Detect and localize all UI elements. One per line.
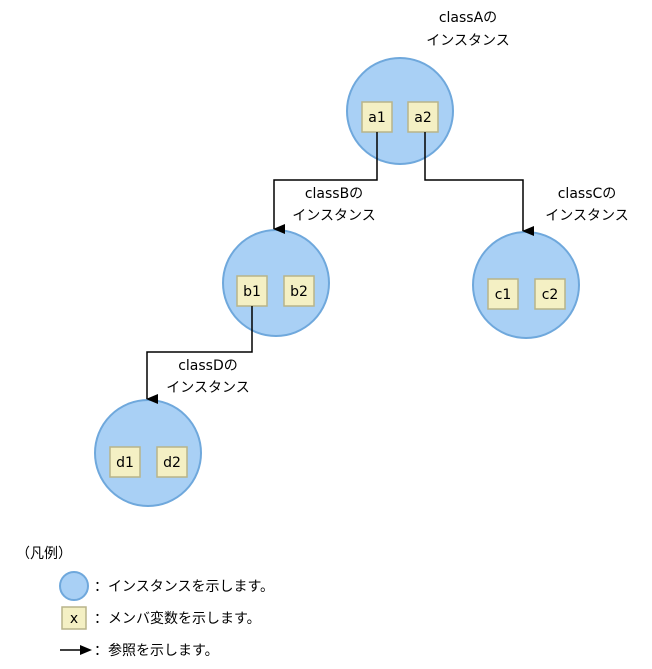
member-b2-box <box>283 275 315 307</box>
legend-reference-arrowhead <box>80 645 92 655</box>
instance-a-label-line1: classAの <box>439 10 497 26</box>
member-c2: c2 <box>542 287 559 303</box>
legend-reference-text: ：参照を示します。 <box>94 642 219 659</box>
legend-member-symbol: x <box>70 611 78 627</box>
instance-a: classAの インスタンス a1 a2 <box>346 10 510 165</box>
instance-c: classCの インスタンス c1 c2 <box>472 186 629 339</box>
member-c1: c1 <box>495 287 512 303</box>
reference-arrow-a1-to-b <box>273 132 378 234</box>
legend: （凡例） ：インスタンスを示します。 x ：メンバ変数を示します。 ：参照を示し… <box>16 546 274 659</box>
instance-a-circle <box>346 57 454 165</box>
member-d1: d1 <box>116 455 134 471</box>
instance-a-label-line2: インスタンス <box>426 33 509 49</box>
legend-instance-text: ：インスタンスを示します。 <box>94 579 274 595</box>
member-d2-box <box>156 446 188 478</box>
member-b2: b2 <box>290 284 308 300</box>
member-a2-box <box>407 101 439 133</box>
reference-arrow-b1-to-d <box>146 306 253 404</box>
instance-b-label-line2: インスタンス <box>292 208 375 224</box>
instance-d: classDの インスタンス d1 d2 <box>94 358 250 507</box>
member-a1-box <box>361 101 393 133</box>
member-b1: b1 <box>243 284 261 300</box>
instance-b: classBの インスタンス b1 b2 <box>222 186 376 337</box>
member-c1-box <box>487 278 519 310</box>
member-a1: a1 <box>368 110 386 126</box>
instance-c-label-line2: インスタンス <box>545 208 628 224</box>
reference-arrow-a2-to-c <box>424 132 534 236</box>
member-c2-box <box>534 278 566 310</box>
legend-instance-icon <box>59 571 89 601</box>
member-a2: a2 <box>414 110 432 126</box>
instance-b-label-line1: classBの <box>305 186 363 202</box>
legend-title: （凡例） <box>16 546 72 562</box>
legend-member-text: ：メンバ変数を示します。 <box>94 610 261 627</box>
member-d2: d2 <box>163 455 181 471</box>
member-d1-box <box>109 446 141 478</box>
legend-member-icon <box>61 606 87 630</box>
instance-d-label-line2: インスタンス <box>166 380 249 396</box>
instance-d-label-line1: classDの <box>178 358 238 374</box>
instance-c-label-line1: classCの <box>558 186 617 202</box>
member-b1-box <box>236 275 268 307</box>
